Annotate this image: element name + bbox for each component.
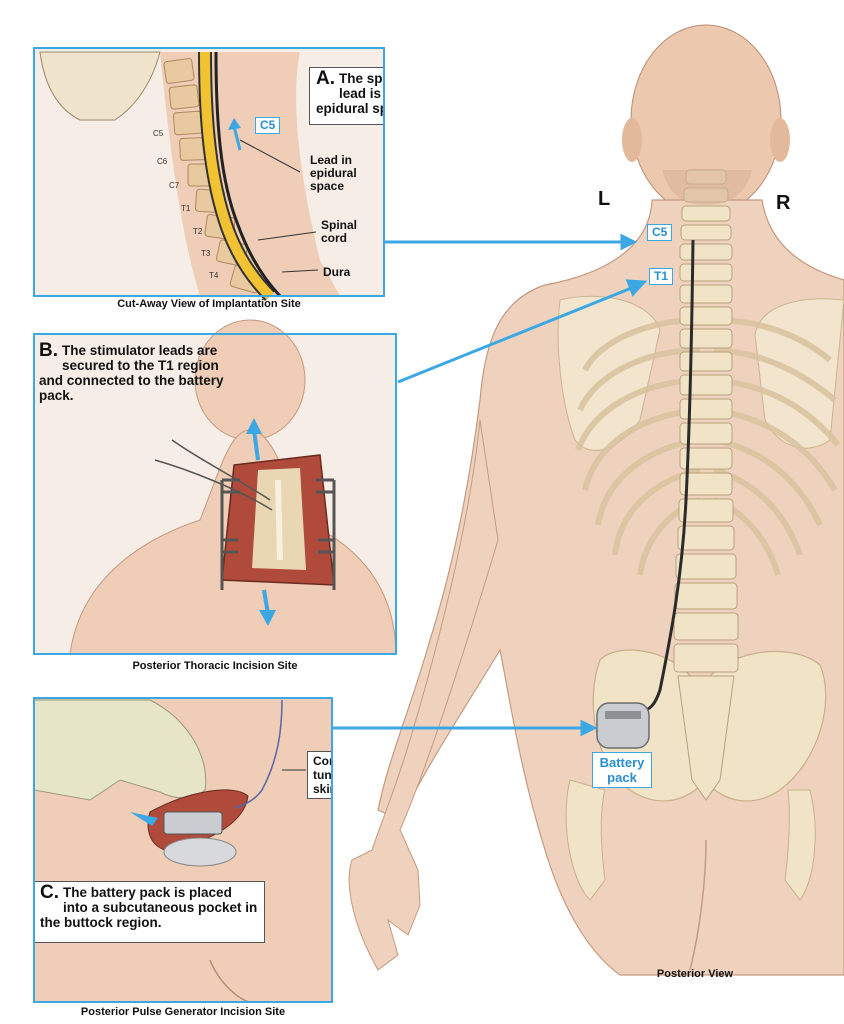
battery-pack-label: Battery pack [592,752,652,788]
main-t1-tag: T1 [649,268,674,285]
panel-a: A. The spinal cord stimulator lead is ad… [33,47,385,297]
dura-label: Dura [323,265,351,279]
vertebra-label-t4: T4 [209,271,219,280]
main-c5-tag: C5 [647,224,673,241]
posterior-body [348,24,844,976]
panel-a-text: The spinal cord stimulator lead is advan… [316,71,385,116]
vertebra-label-c5: C5 [153,129,164,138]
connector-lines [332,233,648,737]
panel-b-callout: B. The stimulator leads are secured to t… [39,340,224,403]
spinal-cord-label: Spinal cord [321,218,358,245]
panel-c-artwork [33,698,332,1003]
panel-c-callout: C. The battery pack is placed into a sub… [35,881,265,943]
connector-leads-callout: Connector leads tunneled under skin [307,751,332,799]
panel-b-caption: Posterior Thoracic Incision Site [132,660,298,672]
panel-a-artwork [34,48,384,301]
panel-c: Connector leads tunneled under skin C. T… [33,697,333,1003]
vertebra-label-t2: T2 [193,227,203,236]
panel-a-callout: A. The spinal cord stimulator lead is ad… [309,67,385,125]
panel-a-letter: A. [316,68,335,89]
vertebra-label-t1: T1 [181,204,191,213]
vertebra-label-c7: C7 [169,181,180,190]
panel-c-caption: Posterior Pulse Generator Incision Site [80,1006,286,1018]
panel-b-letter: B. [39,340,58,361]
lead-in-epidural-label: Lead in epidural space [310,153,357,193]
panel-c-letter: C. [40,882,59,903]
panel-b-text: The stimulator leads are secured to the … [39,343,224,403]
vertebra-label-t3: T3 [201,249,211,258]
panel-b-artwork [34,319,397,655]
panel-a-caption: Cut-Away View of Implantation Site [117,298,301,310]
panel-c-text: The battery pack is placed into a subcut… [40,885,258,930]
vertebra-label-c6: C6 [157,157,168,166]
posterior-view-caption: Posterior View [656,968,734,980]
panel-a-c5-tag: C5 [255,117,281,134]
connector-leads-label: Connector leads tunneled under skin [313,754,332,796]
right-side-label: R [776,192,791,214]
panel-b: B. The stimulator leads are secured to t… [33,333,397,655]
left-side-label: L [598,188,611,210]
